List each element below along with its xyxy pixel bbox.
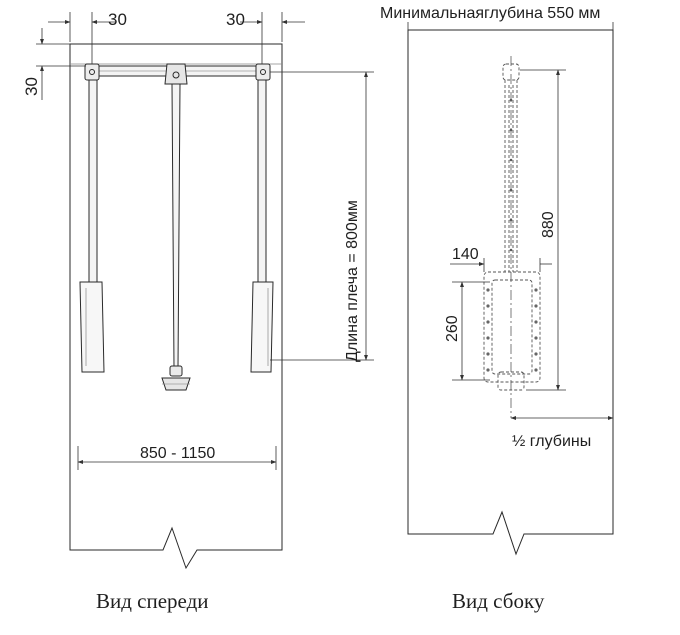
left-arm xyxy=(79,79,105,373)
shoulder-length-label: Длина плеча = 800мм xyxy=(344,200,361,362)
side-view-caption: Вид сбоку xyxy=(452,589,545,613)
dim-140 xyxy=(450,258,552,272)
half-depth-label: ½ глубины xyxy=(512,433,591,450)
right-arm xyxy=(250,79,274,373)
dim-260-label: 260 xyxy=(444,315,461,342)
min-depth-label: Минимальнаяглубина 550 мм xyxy=(380,5,600,22)
pull-rod xyxy=(161,83,191,391)
dim-top-left-label: 30 xyxy=(108,10,127,29)
dim-side-label: 30 xyxy=(22,77,41,96)
dim-width xyxy=(77,446,277,470)
side-cabinet-outline xyxy=(407,29,614,556)
width-range-label: 850 - 1150 xyxy=(140,445,215,462)
dim-side xyxy=(36,28,86,100)
dim-140-label: 140 xyxy=(452,246,479,263)
dim-880 xyxy=(520,69,566,391)
side-view xyxy=(407,22,614,556)
top-rail xyxy=(84,63,271,85)
front-view xyxy=(36,12,374,570)
side-mechanism xyxy=(483,63,541,391)
dim-top-left xyxy=(48,12,115,64)
dim-shoulder xyxy=(270,71,374,361)
side-mechanism-dots xyxy=(486,98,538,372)
dim-top-right-label: 30 xyxy=(226,10,245,29)
front-view-caption: Вид спереди xyxy=(96,589,209,613)
dim-260 xyxy=(452,281,490,381)
dim-880-label: 880 xyxy=(540,211,557,238)
dim-top-right xyxy=(240,12,305,64)
front-cabinet-outline xyxy=(69,43,283,570)
